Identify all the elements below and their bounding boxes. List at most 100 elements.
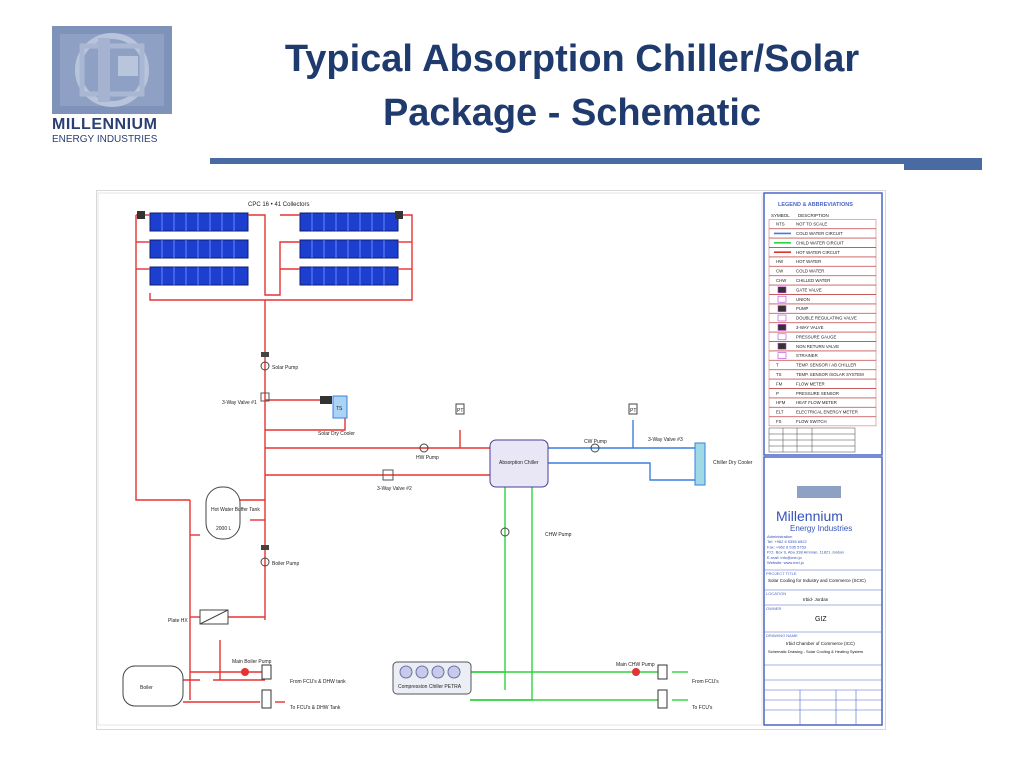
legend-symbol-icon [777,314,787,322]
logo-name: MILLENNIUM [52,116,158,133]
solar-dry-cooler-label: Solar Dry Cooler [318,431,355,437]
legend-description: PRESSURE SENSOR [796,391,839,396]
legend-description: HEAT FLOW METER [796,400,837,405]
compression-chiller-label: Compression Chiller PETRA [398,684,462,690]
company-logo: MILLENNIUM ENERGY INDUSTRIES [52,26,172,145]
pt1-label: PT [457,408,463,414]
legend-row: T TEMP. SENSOR / AB CHILLER [768,360,877,370]
legend-description: 3-WAY VALVE [796,325,824,330]
legend-row: DOUBLE REGULATING VALVE [768,313,877,323]
titleblock-company-sub: Energy Industries [790,524,852,533]
titleblock-logo [797,486,841,498]
location-label: LOCATION [766,591,786,596]
legend-row: CHILD WATER CIRCUIT [768,238,877,248]
legend-symbol-icon [777,286,787,294]
chiller-dry-cooler-label: Chiller Dry Cooler [713,460,753,466]
legend-row: GATE VALVE [768,285,877,295]
titleblock-company: Millennium [776,508,843,524]
legend-desc-header: DESCRIPTION [798,213,829,218]
logo-tagline: ENERGY INDUSTRIES [52,134,158,145]
to-fcu-label: To FCU's [692,705,713,711]
legend-description: COLD WATER [796,269,824,274]
legend-symbol-icon [777,342,787,350]
buffer-tank-label: Hot Water Buffer Tank [211,507,260,513]
legend-description: HOT WATER CIRCUIT [796,250,840,255]
legend-symbol-header: SYMBOL [771,213,790,218]
hw-pump-label: HW Pump [416,455,439,461]
owner-value: GIZ [815,616,827,623]
main-boiler-pump-label: Main Boiler Pump [232,659,272,665]
legend-row: PRESSURE GAUGE [768,332,877,342]
valve-1-label: 3-Way Valve #1 [222,400,257,406]
title-divider [210,158,982,164]
cold-water-circuit [548,420,695,481]
legend-symbol: FM [776,381,783,386]
legend-row: HW HOT WATER [768,256,877,267]
solar-dry-cooler [332,395,348,419]
legend-symbol: P [776,391,779,396]
absorption-chiller-label: Absorption Chiller [499,460,539,466]
legend-description: TEMP. SENSOR / AB CHILLER [796,363,856,368]
drawing-line1: Irbid Chamber of Commerce (ICC) [786,641,855,646]
solar-collector-array [149,212,399,286]
to-fcu-dhw-label: To FCU's & DHW Tank [290,705,341,711]
legend-symbol-icon [777,305,787,312]
legend-description: NON RETURN VALVE [796,344,839,349]
from-fcu-label: From FCU's [692,679,719,685]
legend-description: PUMP [796,306,809,311]
valve-symbols [137,211,640,676]
legend-row: HOT WATER CIRCUIT [768,247,877,257]
titleblock-address-line: Tel: +962 6 5355 6522 [767,539,807,544]
buffer-tank [205,486,241,540]
solar-pump-label: Solar Pump [272,365,298,371]
logo-emblem [52,26,172,114]
slide-title-line2: Package - Schematic [382,92,762,134]
legend-row: CW COLD WATER [768,266,877,276]
ts-label: TS [336,406,343,412]
buffer-volume-label: 2000 L [216,526,232,532]
legend-description: GATE VALVE [796,287,822,292]
valve-2-label: 3-Way Valve #2 [377,486,412,492]
legend-symbol: ELT [776,410,784,415]
from-fcu-dhw-label: From FCU's & DHW tank [290,679,346,685]
legend-description: PRESSURE GAUGE [796,334,836,339]
legend-description: TEMP. SENSOR /SOLAR SYSTEM [796,372,864,377]
legend-description: FLOW SWITCH [796,419,827,424]
legend-symbol: CW [776,269,784,274]
legend-description: DOUBLE REGULATING VALVE [796,316,857,321]
valve-3-label: 3-Way Valve #3 [648,437,683,443]
titleblock-address-line: P.O. Box 9, Abu 338 Amman, 11821 Jordan [767,550,844,555]
drawing-line2: Schematic Drawing - Solar Cooling & Heat… [768,649,864,654]
title-block [763,456,883,726]
legend-symbol-icon [777,295,787,303]
legend-symbol: HW [776,259,784,264]
chw-pump-label: CHW Pump [545,532,572,538]
cw-pump-label: CW Pump [584,439,607,445]
plate-hx-label: Plate HX [168,618,188,624]
legend-description: STRAINER [796,353,818,358]
absorption-chiller [489,439,549,488]
chilled-water-circuit [470,487,688,701]
legend-description: NOT TO SCALE [796,222,827,227]
project-value: Solar Cooling for Industry and Commerce … [768,578,866,583]
boiler [122,665,184,707]
legend-description: COLD WATER CIRCUIT [796,231,843,236]
title-divider-accent [904,164,982,170]
legend-row: P PRESSURE SENSOR [768,388,877,398]
legend-description: HOT WATER [796,259,821,264]
pt2-label: PT [630,408,636,414]
legend-description: CHILD WATER CIRCUIT [796,240,844,245]
legend-symbol: CHW [776,278,787,283]
titleblock-address-line: E-mail: info@mei.jo [767,555,803,560]
legend-symbol-icon [777,324,787,331]
legend-symbol: T [776,363,779,368]
legend-panel [763,192,883,456]
boiler-label: Boiler [140,685,153,691]
legend-row: PUMP [768,303,877,314]
